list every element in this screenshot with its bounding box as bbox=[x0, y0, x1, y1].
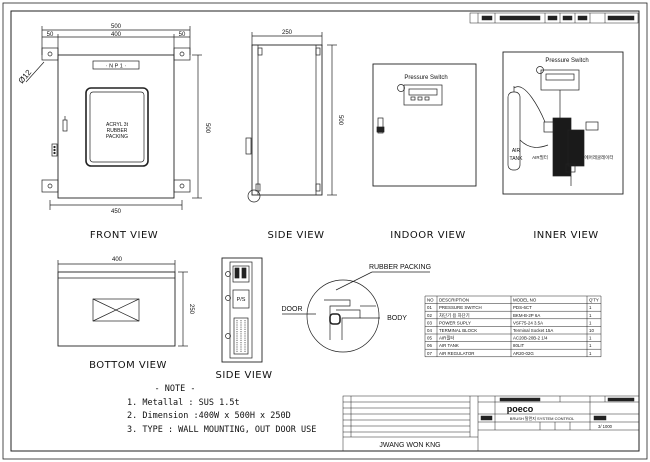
inner-view bbox=[502, 51, 624, 195]
inner-border bbox=[10, 10, 640, 452]
parts-table-cell: 05 bbox=[427, 336, 432, 341]
parts-table-cell: 차단기 용 차단기 bbox=[439, 312, 470, 319]
dim-side-height: 500 bbox=[337, 115, 343, 126]
indoor-view-title: INDOOR VIEW bbox=[390, 230, 466, 241]
parts-table-cell: PRESSURE SWITCH bbox=[439, 305, 482, 310]
dim-front-mid: 400 bbox=[111, 32, 122, 38]
parts-table-header: NO bbox=[427, 298, 434, 303]
revision-strip bbox=[469, 12, 639, 24]
parts-table-cell: 1 bbox=[589, 343, 592, 348]
parts-table-header: Q'TY bbox=[589, 298, 599, 303]
parts-table-cell: POWER SUPLY bbox=[439, 320, 471, 325]
title-block-text: poeco BRUSH 탈먼지 SYSTEM CONTROL JWANG WON… bbox=[379, 404, 612, 449]
nameplate-label: · N P 1 · bbox=[106, 64, 127, 70]
parts-table-cell: TERMINAL BLOCK bbox=[439, 328, 477, 333]
front-view-text: 500 50 400 50 500 450 Ø12 · N P 1 · ACRY… bbox=[17, 24, 210, 241]
dim-front-total: 500 bbox=[111, 24, 122, 30]
inner-air-label: AIR bbox=[512, 148, 521, 154]
parts-table-cell: Terminal Socket 15A bbox=[513, 328, 553, 333]
dim-front-left: 50 bbox=[47, 32, 54, 38]
parts-table: NO DESCRIPTION MODEL NO Q'TY 01 PRESSURE SWIT… bbox=[424, 295, 602, 358]
sheet-number: 3/ 1000 bbox=[598, 424, 613, 429]
indoor-pressure-switch-label: Pressure Switch bbox=[404, 75, 447, 81]
note-block: - NOTE - 1. Metallal : SUS 1.5t 2. Dimen… bbox=[127, 384, 316, 435]
dim-bottom-width: 400 bbox=[112, 257, 123, 263]
inner-tank-label: TANK bbox=[510, 156, 524, 162]
parts-table-cell: VSF75-24 3.5A bbox=[513, 320, 543, 325]
parts-table-cell: 1 bbox=[589, 313, 592, 318]
parts-table-cell: 1 bbox=[589, 336, 592, 341]
parts-table-cell: PDS-6CT bbox=[513, 305, 532, 310]
dim-front-height: 500 bbox=[204, 123, 210, 134]
project-title: BRUSH 탈먼지 SYSTEM CONTROL bbox=[510, 415, 575, 421]
parts-table-cell: 06 bbox=[427, 343, 432, 348]
front-view bbox=[25, 26, 202, 210]
parts-table-cell: 1 bbox=[589, 305, 592, 310]
parts-table-cell: 10 bbox=[589, 328, 594, 333]
parts-table-header: DESCRIPTION bbox=[439, 298, 469, 303]
parts-table-cell: 03 bbox=[427, 320, 432, 325]
inner-regulator-label: 에어레귤레이터 bbox=[585, 154, 614, 161]
bottom-view-title: BOTTOM VIEW bbox=[89, 360, 167, 371]
bottom-view bbox=[57, 260, 188, 347]
company-logo-text: poeco bbox=[507, 404, 534, 414]
inner-view-text: Pressure Switch AIR TANK AIR필터 에어레귤레이터 I… bbox=[510, 58, 614, 241]
parts-table-cell: AIR필터 bbox=[439, 335, 454, 342]
parts-table-cell: 1 bbox=[589, 320, 592, 325]
parts-table-cell: 01 bbox=[427, 305, 432, 310]
note-line-1: 1. Metallal : SUS 1.5t bbox=[127, 398, 240, 408]
drawn-by: JWANG WON KNG bbox=[379, 442, 440, 449]
detail-view bbox=[282, 271, 430, 353]
body-label: BODY bbox=[387, 315, 407, 322]
parts-table-cell: AR20-02G bbox=[513, 351, 534, 356]
dim-side-depth: 250 bbox=[282, 30, 293, 36]
door-label: DOOR bbox=[282, 306, 303, 313]
window-label-2: RUBBER bbox=[107, 128, 128, 134]
panel-ps-label: P/S bbox=[237, 297, 246, 303]
inner-air-filter-label: AIR필터 bbox=[532, 154, 548, 161]
title-block bbox=[342, 395, 640, 452]
dim-front-bottom: 450 bbox=[111, 209, 122, 215]
detail-labels: RUBBER PACKING DOOR BODY bbox=[282, 264, 432, 322]
parts-table-cell: AIR REGULATOR bbox=[439, 351, 474, 356]
rubber-packing-label: RUBBER PACKING bbox=[369, 264, 431, 271]
dim-front-right: 50 bbox=[179, 32, 186, 38]
window-label-1: ACRYL 3t bbox=[106, 122, 129, 128]
parts-table-cell: 07 bbox=[427, 351, 432, 356]
side-view-2-title: SIDE VIEW bbox=[216, 370, 273, 381]
parts-table-cell: AC20B-20B-2 1/4 bbox=[513, 336, 548, 341]
indoor-view-text: Pressure Switch INDOOR VIEW bbox=[390, 75, 466, 241]
window-label-3: PACKING bbox=[106, 134, 128, 140]
parts-table-cell: AIR TANK bbox=[439, 343, 459, 348]
parts-table-cell: 1 bbox=[589, 351, 592, 356]
front-view-title: FRONT VIEW bbox=[90, 230, 158, 241]
parts-table-cell: 80LIT bbox=[513, 343, 525, 348]
parts-table-header: MODEL NO bbox=[513, 298, 537, 303]
note-title: - NOTE - bbox=[155, 384, 196, 394]
parts-table-cell: 04 bbox=[427, 328, 432, 333]
panel-side-view bbox=[221, 257, 263, 363]
note-line-2: 2. Dimension :400W x 500H x 250D bbox=[127, 411, 291, 421]
side-view-title: SIDE VIEW bbox=[268, 230, 325, 241]
indoor-view bbox=[372, 63, 477, 187]
dim-bottom-depth: 250 bbox=[188, 304, 194, 315]
side-view bbox=[245, 32, 337, 203]
inner-pressure-switch-label: Pressure Switch bbox=[545, 58, 588, 64]
inner-view-title: INNER VIEW bbox=[533, 230, 598, 241]
parts-table-cell: BKM-B-2P 6A bbox=[513, 313, 540, 318]
parts-table-cell: 02 bbox=[427, 313, 432, 318]
note-line-3: 3. TYPE : WALL MOUNTING, OUT DOOR USE bbox=[127, 425, 316, 435]
